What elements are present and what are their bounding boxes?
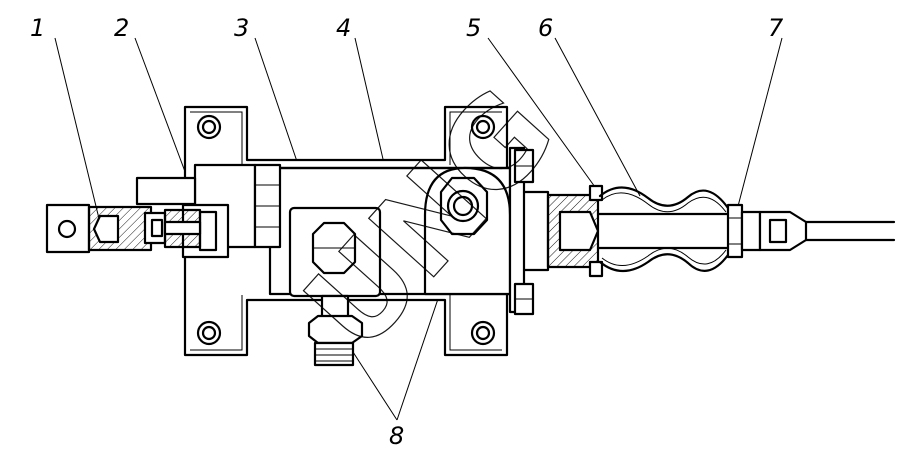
callout-5: 5	[466, 14, 481, 42]
protective-boot	[546, 184, 730, 278]
mounting-bolt-bottom-left	[196, 320, 222, 346]
rod-end-clevis	[45, 203, 202, 254]
mounting-bolt-top-right	[470, 114, 496, 140]
callout-labels: 1 2 3 4 5 6 7 8	[30, 14, 784, 450]
callout-2: 2	[114, 14, 129, 42]
valve-fitting-hex	[439, 176, 489, 236]
right-flange	[508, 146, 550, 316]
mounting-bolt-top-left	[196, 114, 222, 140]
callout-4: 4	[336, 14, 351, 42]
bottom-fitting	[307, 294, 364, 367]
mounting-bolt-bottom-right	[470, 320, 496, 346]
valve-body	[268, 166, 512, 298]
callout-7: 7	[768, 14, 784, 42]
callout-3: 3	[234, 14, 249, 42]
callout-6: 6	[538, 14, 553, 42]
callout-8: 8	[389, 422, 404, 450]
callout-1: 1	[30, 14, 45, 42]
cable-connector	[596, 203, 896, 259]
actuator-left	[135, 163, 282, 259]
